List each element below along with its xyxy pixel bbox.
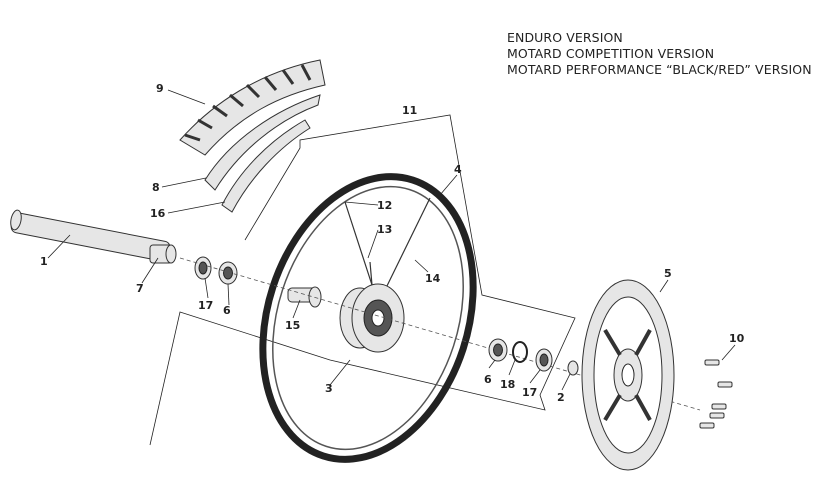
- tyre: [179, 59, 326, 156]
- callout-5: 5: [664, 267, 672, 280]
- inner-tube: [204, 94, 321, 191]
- callout-6-right: 6: [484, 373, 492, 386]
- seal-left: [194, 256, 212, 280]
- rim-tape: [221, 119, 311, 213]
- callout-17-left: 17: [198, 299, 213, 312]
- callout-8: 8: [152, 181, 160, 194]
- version-enduro: ENDURO VERSION: [507, 30, 623, 45]
- callout-18: 18: [500, 378, 515, 391]
- hub-spacer: [287, 286, 322, 308]
- bearing-left: [218, 261, 238, 285]
- spacer: [149, 244, 177, 264]
- group-outline: [149, 114, 576, 446]
- callout-4: 4: [454, 163, 462, 176]
- bearing-right: [488, 338, 508, 362]
- spokes: [344, 197, 431, 291]
- callout-16: 16: [150, 207, 166, 220]
- callout-12: 12: [377, 199, 392, 212]
- seal-right: [535, 348, 553, 372]
- version-motard-performance: MOTARD PERFORMANCE “BLACK/RED” VERSION: [507, 62, 812, 77]
- callout-15: 15: [285, 319, 300, 332]
- callout-10: 10: [729, 332, 745, 345]
- rim: [259, 173, 477, 463]
- hub: [339, 283, 405, 353]
- callout-7: 7: [136, 282, 144, 295]
- callout-2: 2: [557, 391, 565, 404]
- callout-3: 3: [325, 382, 333, 395]
- disc-spacer: [567, 360, 579, 376]
- version-motard-competition: MOTARD COMPETITION VERSION: [507, 46, 715, 61]
- brake-disc: [581, 279, 675, 471]
- callout-17-right: 17: [522, 386, 537, 399]
- callout-14: 14: [425, 272, 441, 285]
- leader-lines: [47, 89, 736, 391]
- disc-screws: [699, 359, 733, 429]
- callout-11: 11: [402, 104, 417, 117]
- callout-6-left: 6: [223, 304, 231, 317]
- circlip: [512, 341, 528, 363]
- callout-9: 9: [156, 82, 164, 95]
- version-heading: ENDURO VERSION MOTARD COMPETITION VERSIO…: [507, 30, 812, 78]
- callout-13: 13: [377, 223, 392, 236]
- callout-1: 1: [40, 255, 48, 268]
- axle: [10, 209, 171, 262]
